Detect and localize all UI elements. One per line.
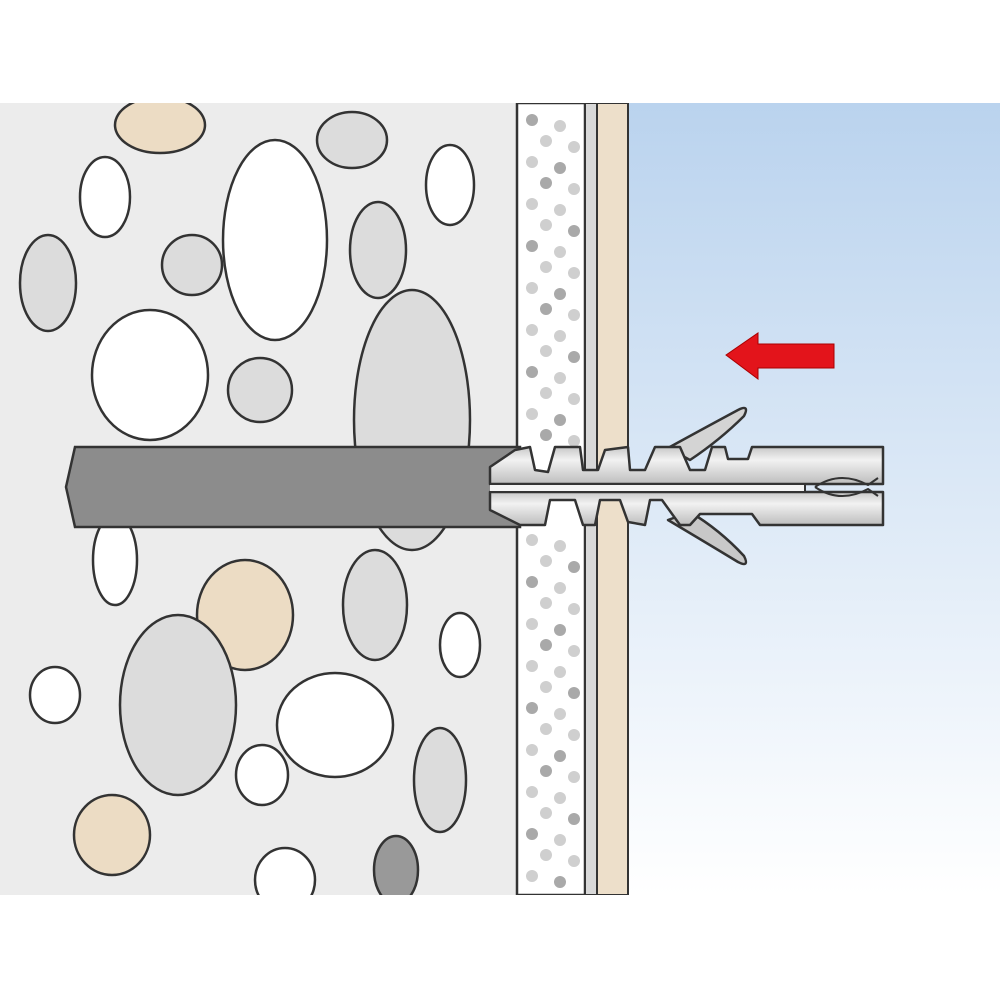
insulation-dot <box>540 303 552 315</box>
insulation-dot <box>568 855 580 867</box>
insulation-dot <box>554 876 566 888</box>
expansion-tab-upper <box>666 406 748 462</box>
insulation-dot <box>540 219 552 231</box>
insulation-dot <box>568 561 580 573</box>
insulation-dot <box>540 555 552 567</box>
stone <box>78 155 132 239</box>
insulation-dot <box>568 645 580 657</box>
insulation-dot <box>568 687 580 699</box>
insulation-dot <box>540 765 552 777</box>
insulation-dot <box>540 597 552 609</box>
dowel-slit <box>490 483 806 493</box>
stone <box>412 726 468 834</box>
insulation-dot <box>526 534 538 546</box>
insulation-dot <box>568 729 580 741</box>
insulation-dot <box>568 141 580 153</box>
insulation-dot <box>526 744 538 756</box>
insulation-dot <box>526 786 538 798</box>
insulation-dot <box>540 135 552 147</box>
red-arrow-icon <box>725 332 835 380</box>
wall-plug-dowel <box>488 406 885 566</box>
stone <box>91 513 139 607</box>
stone <box>72 793 152 877</box>
stone <box>226 356 294 424</box>
insulation-dot <box>554 246 566 258</box>
insulation-dot <box>554 330 566 342</box>
insulation-dot <box>540 681 552 693</box>
insulation-dot <box>526 660 538 672</box>
insulation-dot <box>568 435 580 447</box>
insulation-dot <box>554 204 566 216</box>
insulation-dot <box>554 708 566 720</box>
insulation-dot <box>540 387 552 399</box>
fish-logo-icon <box>814 477 879 497</box>
insulation-dot <box>568 225 580 237</box>
insulation-dot <box>526 156 538 168</box>
stone <box>438 611 482 679</box>
insulation-dot <box>526 828 538 840</box>
insulation-dot <box>526 240 538 252</box>
stone <box>348 200 408 300</box>
insulation-dot <box>568 771 580 783</box>
stone <box>18 233 78 333</box>
insulation-dot <box>568 309 580 321</box>
insulation-dot <box>540 261 552 273</box>
stone <box>118 613 238 797</box>
insulation-dot <box>526 576 538 588</box>
insulation-dot <box>568 267 580 279</box>
stone <box>424 143 476 227</box>
insulation-dot <box>540 723 552 735</box>
insulation-dot <box>554 540 566 552</box>
insulation-dot <box>526 114 538 126</box>
insulation-dot <box>540 177 552 189</box>
insulation-dot <box>568 603 580 615</box>
insulation-dot <box>568 351 580 363</box>
stone <box>28 665 82 725</box>
insulation-dot <box>526 282 538 294</box>
stone <box>275 671 395 779</box>
insulation-dot <box>526 702 538 714</box>
insulation-dot <box>526 870 538 882</box>
insulation-dot <box>526 366 538 378</box>
insulation-dot <box>568 813 580 825</box>
stone <box>113 103 207 155</box>
stone <box>341 548 409 662</box>
insulation-dot <box>526 408 538 420</box>
stone <box>372 834 420 895</box>
insulation-dot <box>554 288 566 300</box>
insulation-dot <box>540 345 552 357</box>
insulation-dot <box>554 792 566 804</box>
insulation-dot <box>554 372 566 384</box>
stone <box>253 846 317 895</box>
stone <box>315 110 389 170</box>
insulation-dot <box>554 624 566 636</box>
insulation-dot <box>526 618 538 630</box>
insulation-dot <box>554 582 566 594</box>
insulation-dot <box>554 120 566 132</box>
insulation-dot <box>526 324 538 336</box>
drill-hole-screw <box>64 445 522 529</box>
stone <box>221 138 329 342</box>
stone <box>160 233 224 297</box>
insulation-dot <box>554 414 566 426</box>
insulation-dot <box>554 666 566 678</box>
insulation-dot <box>540 429 552 441</box>
insulation-dot <box>554 834 566 846</box>
stone <box>90 308 210 442</box>
insulation-dot <box>568 393 580 405</box>
insulation-dot <box>526 198 538 210</box>
insulation-dot <box>568 183 580 195</box>
insulation-dot <box>540 849 552 861</box>
insulation-dot <box>554 162 566 174</box>
insulation-dot <box>554 750 566 762</box>
insulation-dot <box>540 807 552 819</box>
stone <box>234 743 290 807</box>
aggregate-stones <box>18 103 482 895</box>
insulation-dots <box>526 114 580 888</box>
insulation-dot <box>540 639 552 651</box>
